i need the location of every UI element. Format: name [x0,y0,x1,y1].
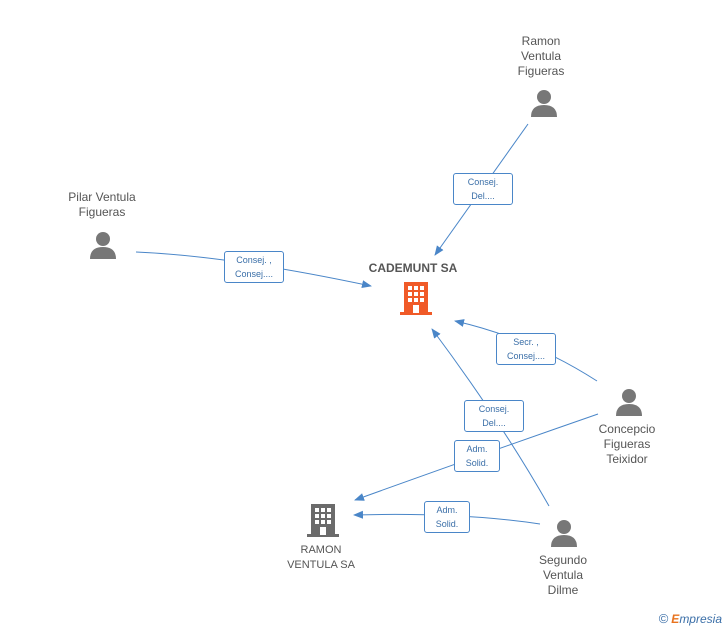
relation-label-concepcio-cademunt[interactable]: Secr. , Consej.... [496,333,556,365]
relation-line: Solid. [435,519,459,529]
relation-line: Consej.... [506,351,546,361]
name-line: CADEMUNT SA [368,261,458,275]
name-line: Figueras [78,205,126,219]
relation-line: Consej.... [234,269,274,279]
relation-line: Solid. [465,458,489,468]
relation-line: Del.... [471,191,495,201]
relation-line: Adm. [466,444,488,454]
node-label-pilar[interactable]: Pilar Ventula Figueras [56,190,148,220]
name-line: Teixidor [606,452,648,466]
relation-label-concepcio-ramon-sa[interactable]: Adm. Solid. [454,440,500,472]
relation-line: Del.... [482,418,506,428]
name-line: VENTULA SA [287,559,355,571]
name-line: Ramon [521,34,561,48]
person-icon[interactable] [531,90,557,117]
brand-initial: E [671,612,680,626]
name-line: Figueras [517,64,565,78]
copyright-symbol: © [658,611,669,626]
empresia-logo[interactable]: ©Empresia [659,611,722,626]
name-line: Segundo [538,553,588,567]
person-icon[interactable] [90,232,116,259]
name-line: Pilar Ventula [68,190,136,204]
name-line: RAMON [300,544,342,556]
person-icon[interactable] [616,389,642,416]
name-line: Concepcio [598,422,656,436]
node-label-ramon-sa[interactable]: RAMON VENTULA SA [276,543,366,573]
relation-label-ramon-ventula[interactable]: Consej. Del.... [453,173,513,205]
brand-name: mpresia [679,612,722,626]
node-label-ramon-ventula[interactable]: Ramon Ventula Figueras [496,34,586,79]
node-label-concepcio[interactable]: Concepcio Figueras Teixidor [582,422,672,467]
person-icon[interactable] [551,520,577,547]
relation-line: Consej. [478,404,510,414]
relation-line: Adm. [436,505,458,515]
relation-label-segundo-ramon-sa[interactable]: Adm. Solid. [424,501,470,533]
building-icon[interactable] [307,504,339,537]
relation-label-pilar[interactable]: Consej. , Consej.... [224,251,284,283]
name-line: Ventula [520,49,562,63]
relation-line: Consej. , [236,255,272,265]
relation-line: Secr. , [513,337,539,347]
name-line: Figueras [603,437,651,451]
building-icon[interactable] [400,282,432,315]
name-line: Dilme [547,583,579,597]
node-label-segundo[interactable]: Segundo Ventula Dilme [518,553,608,598]
name-line: Ventula [542,568,584,582]
node-label-cademunt[interactable]: CADEMUNT SA [358,261,468,276]
relation-line: Consej. [467,177,499,187]
relation-label-segundo-cademunt[interactable]: Consej. Del.... [464,400,524,432]
